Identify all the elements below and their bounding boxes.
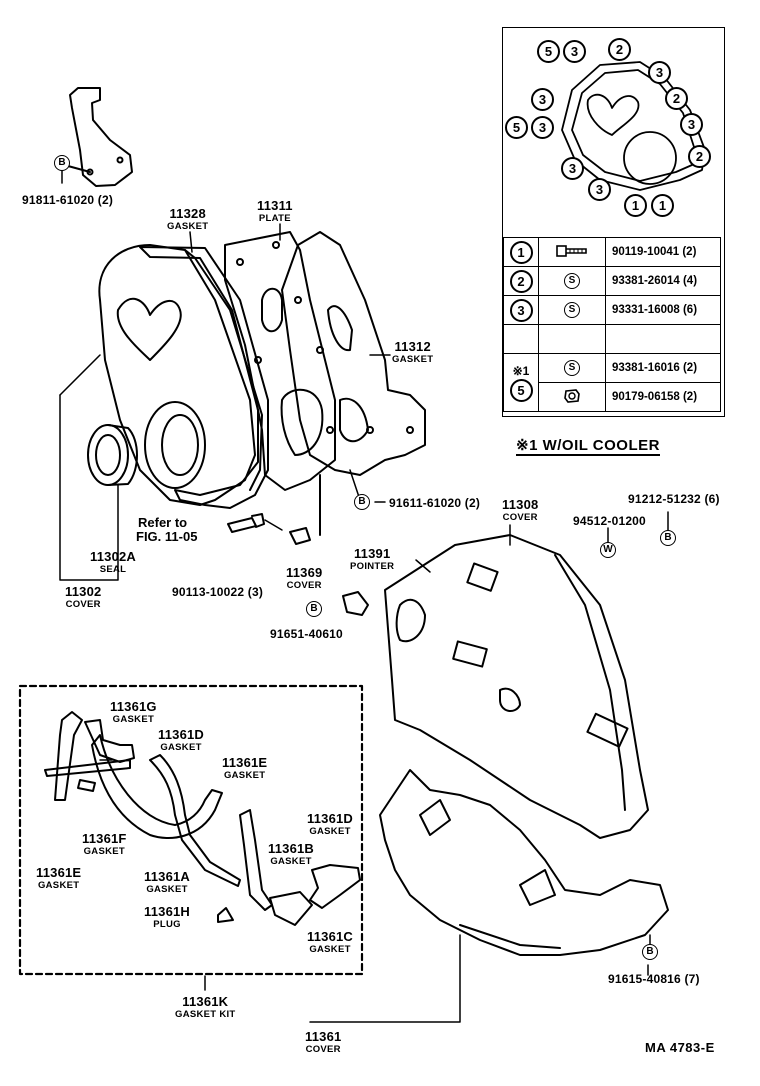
legend-mark: 3 [509, 298, 533, 322]
part-number-91611: 91611-61020 (2) [389, 496, 481, 510]
b-symbol: B [306, 601, 322, 617]
legend-part-number: 93331-16008 (6) [605, 295, 721, 325]
bracket-part [67, 87, 133, 187]
gasket-kit-box [18, 684, 364, 976]
s-symbol: S [564, 360, 580, 376]
position-marker: 3 [680, 113, 703, 136]
part-number-91615: 91615-40816 (7) [608, 972, 700, 986]
oil-cooler-note: ※1 W/OIL COOLER [516, 437, 660, 456]
legend-mark-note: ※1 [512, 364, 530, 378]
position-marker: 3 [561, 157, 584, 180]
legend-table: 1 90119-10041 (2) 2 S 93381-26014 (4) 3 … [503, 237, 721, 412]
position-marker: 3 [648, 61, 671, 84]
legend-row: 2 S 93381-26014 (4) [503, 266, 721, 296]
part-number-91212: 91212-51232 (6) [628, 492, 720, 506]
position-marker: 3 [531, 116, 554, 139]
kit-gasket-shapes [44, 711, 361, 926]
position-marker: 2 [688, 145, 711, 168]
position-marker: 1 [651, 194, 674, 217]
gasket-11312-shape [281, 231, 426, 476]
legend-mark: 1 [509, 240, 533, 264]
b-symbol: B [354, 494, 370, 510]
position-marker: 2 [608, 38, 631, 61]
b-symbol: B [660, 530, 676, 546]
part-number-91811: 91811-61020 (2) [22, 193, 114, 207]
position-marker: 5 [537, 40, 560, 63]
timing-cover-11302 [98, 244, 263, 506]
cover-11369-shape [342, 591, 369, 616]
legend-row: 3 S 93331-16008 (6) [503, 295, 721, 325]
legend-row: ※1 5 S 93381-16016 (2) [503, 353, 721, 412]
legend-mark: 2 [509, 269, 533, 293]
s-symbol: S [564, 273, 580, 289]
w-symbol: W [600, 542, 616, 558]
legend-part-number: 90119-10041 (2) [605, 237, 721, 267]
position-marker: 3 [588, 178, 611, 201]
nut-icon [564, 388, 580, 403]
cover-11361-shape [379, 769, 669, 956]
legend-part-number: 90179-06158 (2) [605, 382, 721, 412]
b-symbol: B [642, 944, 658, 960]
bolt-icon [556, 244, 587, 257]
legend-part-number: 93381-16016 (2) [605, 353, 721, 383]
b-symbol: B [54, 155, 70, 171]
position-marker: 2 [665, 87, 688, 110]
position-marker: 3 [563, 40, 586, 63]
legend-row-blank [503, 324, 721, 354]
seal-11302A-shape [87, 424, 138, 486]
s-symbol: S [564, 302, 580, 318]
cover-11308-shape [384, 534, 649, 839]
legend-part-number: 93381-26014 (4) [605, 266, 721, 296]
position-marker: 1 [624, 194, 647, 217]
part-number-90113: 90113-10022 (3) [172, 585, 264, 599]
gasket-11328-shape [139, 246, 269, 509]
drawing-code: MA 4783-E [645, 1040, 715, 1055]
legend-row: 1 90119-10041 (2) [503, 237, 721, 267]
legend-row: 90179-06158 (2) [504, 382, 721, 412]
bolt-shapes [227, 474, 321, 545]
position-marker: 5 [505, 116, 528, 139]
legend-panel [502, 27, 725, 417]
position-marker: 3 [531, 88, 554, 111]
part-number-94512: 94512-01200 [573, 514, 646, 528]
legend-mark: 5 [509, 379, 533, 402]
plate-11311-shape [224, 231, 336, 491]
part-number-91651: 91651-40610 [270, 627, 343, 641]
